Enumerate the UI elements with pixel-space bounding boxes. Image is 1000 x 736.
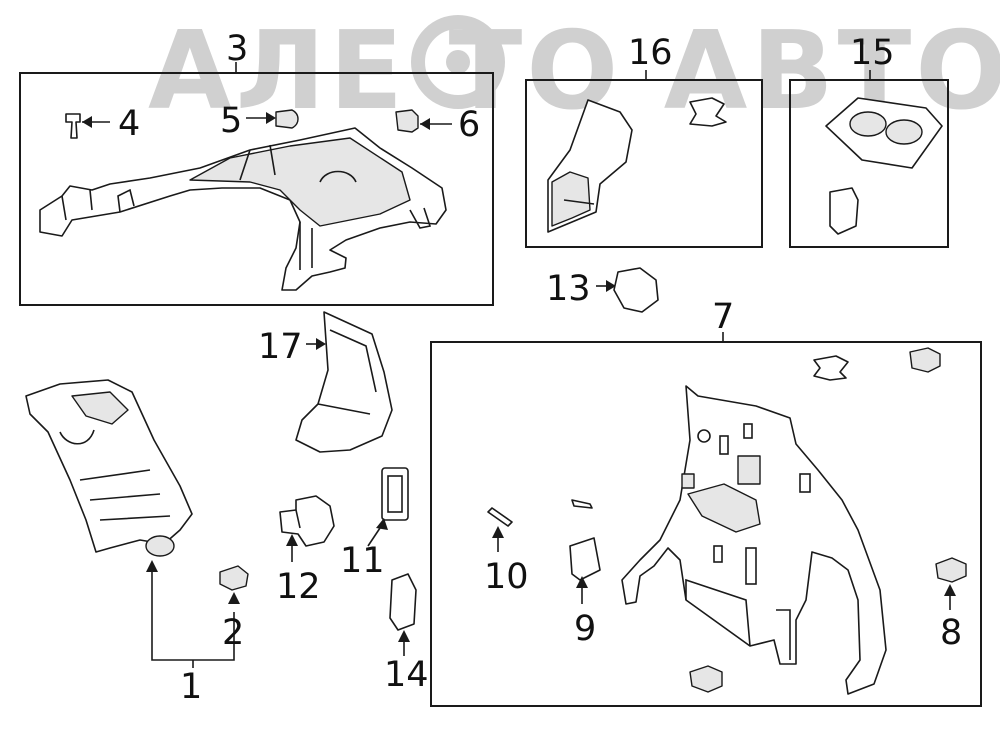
clip-5: 5 xyxy=(220,101,299,141)
group-box-7: 7 xyxy=(430,297,982,707)
clip-2: 2 xyxy=(219,565,249,653)
group-box-16: 16 xyxy=(525,33,763,248)
cup-holder-15 xyxy=(825,97,943,169)
quarter-trim-panel-7 xyxy=(621,385,887,695)
part-14: 14 xyxy=(384,573,429,695)
callout-9: 9 xyxy=(574,609,596,649)
callout-6: 6 xyxy=(458,105,480,145)
group-box-3: 4 5 6 3 xyxy=(19,29,494,306)
callout-1: 1 xyxy=(180,667,202,707)
callout-13: 13 xyxy=(546,269,591,309)
watermark-gear-icon xyxy=(411,15,505,109)
callout-11: 11 xyxy=(340,541,385,581)
retainer-clip-7 xyxy=(813,355,849,381)
callout-4: 4 xyxy=(118,104,140,144)
box-3-frame xyxy=(19,72,494,306)
callout-3: 3 xyxy=(226,29,248,69)
box-16-frame xyxy=(525,79,763,248)
clip-7a xyxy=(909,347,941,373)
callout-7: 7 xyxy=(712,297,734,337)
callout-10: 10 xyxy=(484,557,529,597)
upper-quarter-trim-panel xyxy=(39,127,447,291)
callout-8: 8 xyxy=(940,613,962,653)
callout-5: 5 xyxy=(220,101,242,141)
part-12: 12 xyxy=(276,495,335,607)
callout-12: 12 xyxy=(276,567,321,607)
box-7-frame xyxy=(430,341,982,707)
part-9: 9 xyxy=(569,499,601,649)
part-13: 13 xyxy=(546,267,659,313)
box-15-frame xyxy=(789,79,949,248)
callout-16: 16 xyxy=(628,33,673,73)
part-10: 10 xyxy=(484,507,529,597)
callout-14: 14 xyxy=(384,655,429,695)
retainer-clip-16 xyxy=(689,97,727,127)
clip-4: 4 xyxy=(65,104,140,144)
group-box-15: 15 xyxy=(789,33,949,248)
clip-6: 6 xyxy=(395,105,480,145)
callout-2: 2 xyxy=(222,613,244,653)
cover-15 xyxy=(829,187,859,235)
callout-15: 15 xyxy=(850,33,895,73)
clip-7b xyxy=(689,665,723,693)
clip-8: 8 xyxy=(935,557,967,653)
callout-17: 17 xyxy=(258,327,303,367)
part-1-lower-trim: 1 xyxy=(25,379,235,707)
part-17: 17 xyxy=(258,311,393,453)
part-11: 11 xyxy=(340,467,409,581)
